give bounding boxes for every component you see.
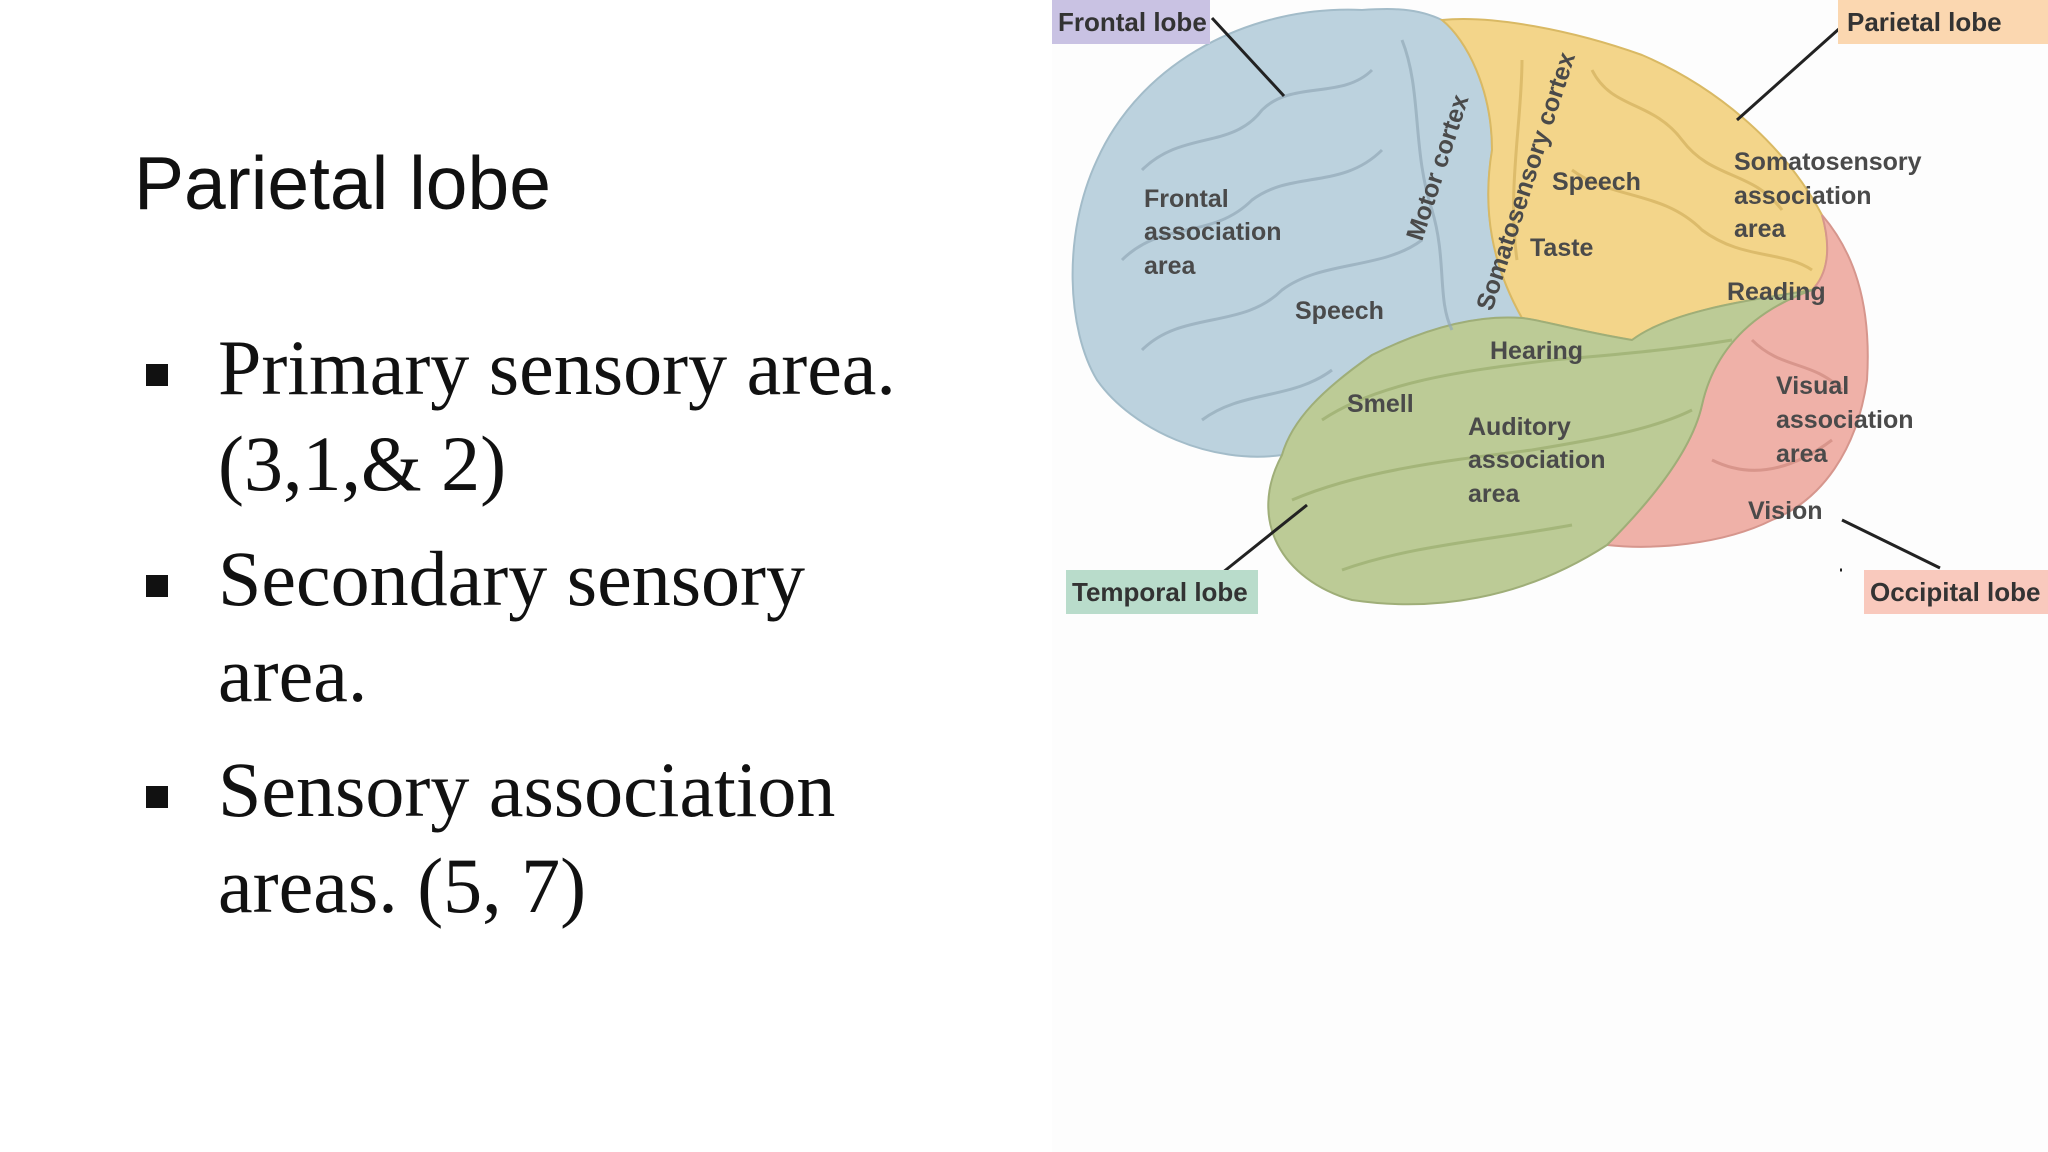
somatosensory-association-label-1: Somatosensory: [1734, 148, 1922, 176]
smell-label: Smell: [1347, 390, 1414, 418]
frontal-leader-line: [1210, 16, 1286, 98]
bullet-text-line: Primary sensory area.: [218, 324, 896, 411]
occipital-gyri: [1711, 338, 1844, 472]
temporal-lobe-label: Temporal lobe: [1072, 577, 1248, 607]
parietal-leader-line: [1736, 26, 1841, 122]
bullet-item-primary-sensory: Primary sensory area. (3,1,& 2): [140, 320, 1020, 512]
bullet-text-line: areas. (5, 7): [218, 842, 587, 929]
bullet-text-line: (3,1,& 2): [218, 420, 507, 507]
square-bullet-icon: [146, 575, 168, 597]
auditory-association-label-2: association: [1468, 446, 1606, 474]
occipital-lobe-label: Occipital lobe: [1870, 577, 2041, 607]
visual-association-label-2: association: [1776, 406, 1914, 434]
occipital-leader-line: [1841, 518, 1941, 570]
frontal-association-label-3: area: [1144, 252, 1197, 280]
visual-association-label-3: area: [1776, 440, 1829, 468]
auditory-association-label-3: area: [1468, 480, 1521, 508]
slide-title: Parietal lobe: [134, 141, 551, 225]
bullet-item-sensory-association: Sensory association areas. (5, 7): [140, 742, 1020, 934]
bullet-text-line: Secondary sensory: [218, 535, 806, 622]
speech-parietal-label: Speech: [1552, 168, 1641, 196]
somatosensory-association-label-3: area: [1734, 215, 1787, 243]
speech-frontal-label: Speech: [1295, 297, 1384, 325]
occipital-lobe-tag: [1864, 570, 2048, 614]
parietal-gyri: [1512, 59, 1813, 272]
brain-figure: Frontal lobe Parietal lobe Temporal lobe…: [1052, 0, 2048, 1152]
taste-label: Taste: [1530, 234, 1594, 262]
hearing-label: Hearing: [1490, 337, 1583, 365]
frontal-lobe-label: Frontal lobe: [1058, 7, 1207, 37]
bullet-text-line: Sensory association: [218, 746, 836, 833]
somatosensory-association-label-2: association: [1734, 182, 1872, 210]
frontal-association-label-1: Frontal: [1144, 185, 1229, 213]
brain-diagram: Frontal lobe Parietal lobe Temporal lobe…: [1052, 0, 2048, 614]
vision-label: Vision: [1748, 497, 1823, 525]
frontal-gyri: [1120, 39, 1454, 422]
frontal-lobe-tag: [1052, 0, 1210, 44]
temporal-gyri: [1291, 338, 1733, 572]
bullet-text-line: area.: [218, 631, 368, 718]
square-bullet-icon: [146, 786, 168, 808]
temporal-leader-line: [1221, 503, 1308, 575]
temporal-lobe-tag: [1066, 570, 1258, 614]
bullet-list: Primary sensory area. (3,1,& 2) Secondar…: [140, 320, 1020, 953]
bullet-item-secondary-sensory: Secondary sensory area.: [140, 531, 1020, 723]
auditory-association-label-1: Auditory: [1468, 413, 1571, 441]
reading-label: Reading: [1727, 278, 1826, 306]
square-bullet-icon: [146, 364, 168, 386]
frontal-association-label-2: association: [1144, 218, 1282, 246]
parietal-lobe-label: Parietal lobe: [1847, 7, 2002, 37]
parietal-lobe-tag: [1838, 0, 2048, 44]
visual-association-label-1: Visual: [1776, 372, 1849, 400]
